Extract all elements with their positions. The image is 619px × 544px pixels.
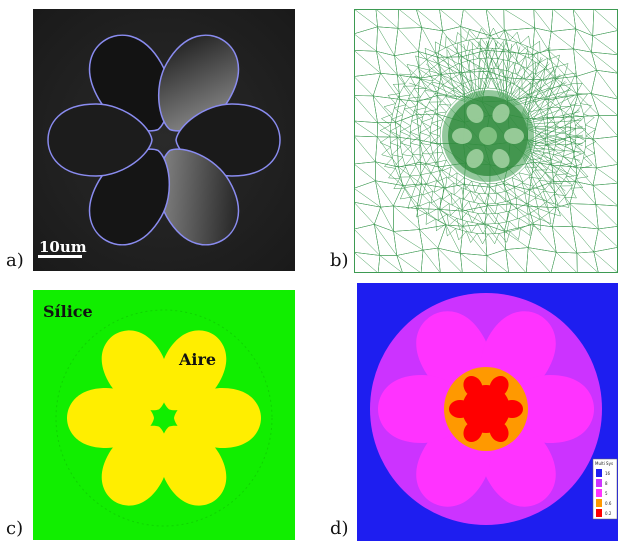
panel-b bbox=[354, 9, 618, 273]
silica-label: Sílice bbox=[43, 302, 93, 321]
air-label: Aire bbox=[178, 350, 216, 369]
legend-title: Multi Sys bbox=[595, 461, 613, 466]
panel-c: Sílice Aire bbox=[33, 290, 295, 540]
legend-swatch bbox=[596, 499, 602, 507]
index-map: Multi Sys 16 8 5 0.6 0.2 bbox=[357, 283, 618, 541]
legend-value: 0.6 bbox=[605, 501, 612, 506]
sem-image: 10um bbox=[33, 9, 295, 271]
label-a: a) bbox=[6, 250, 24, 271]
material-map: Sílice Aire bbox=[33, 290, 295, 540]
panel-a: 10um bbox=[33, 9, 295, 271]
label-d: d) bbox=[330, 518, 349, 539]
legend-swatch bbox=[596, 509, 602, 517]
label-c: c) bbox=[6, 518, 24, 539]
legend: Multi Sys 16 8 5 0.6 0.2 bbox=[592, 458, 618, 520]
legend-swatch bbox=[596, 469, 602, 477]
legend-swatch bbox=[596, 479, 602, 487]
scale-bar bbox=[38, 255, 82, 258]
core-region bbox=[449, 375, 523, 443]
legend-value: 16 bbox=[605, 471, 611, 476]
scale-bar-label: 10um bbox=[39, 238, 87, 256]
legend-swatch bbox=[596, 489, 602, 497]
legend-value: 5 bbox=[605, 491, 608, 496]
mesh-image bbox=[354, 9, 618, 273]
label-b: b) bbox=[330, 250, 349, 271]
legend-value: 8 bbox=[605, 481, 608, 486]
legend-value: 0.2 bbox=[605, 511, 612, 516]
panel-d: Multi Sys 16 8 5 0.6 0.2 bbox=[357, 283, 618, 541]
